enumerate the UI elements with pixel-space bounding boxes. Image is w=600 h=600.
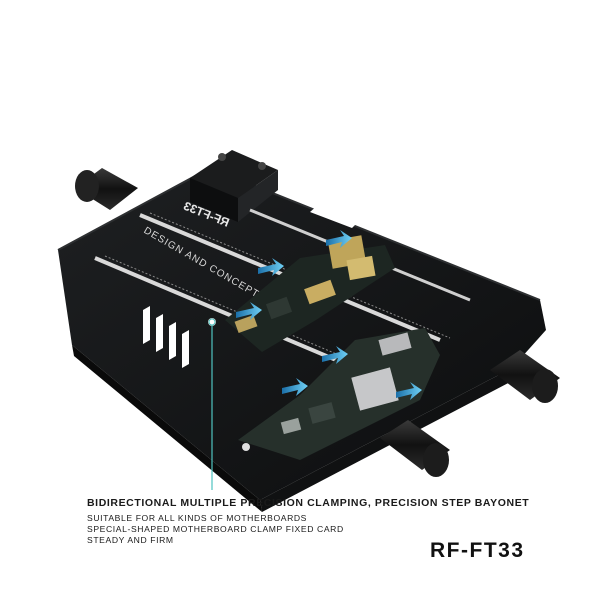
stripe-marks-left (143, 306, 189, 368)
feature-item: SPECIAL-SHAPED MOTHERBOARD CLAMP FIXED C… (87, 524, 344, 534)
motherboard-upper (208, 235, 395, 352)
top-clamp (190, 150, 278, 222)
knob-back-left (75, 168, 138, 210)
clamp-direction-arrows (236, 230, 422, 400)
feature-item: SUITABLE FOR ALL KINDS OF MOTHERBOARDS (87, 513, 308, 523)
stripe-marks-top (310, 205, 392, 228)
model-name: RF-FT33 (430, 539, 525, 562)
caption-headline: BIDIRECTIONAL MULTIPLE PRECISION CLAMPIN… (87, 497, 530, 509)
fixture-base (57, 166, 546, 512)
feature-item: STEADY AND FIRM (87, 535, 174, 545)
knob-front-right (490, 350, 560, 403)
motherboard-lower (238, 328, 440, 460)
callout-line (208, 318, 216, 490)
knob-front-bottom (380, 420, 450, 477)
